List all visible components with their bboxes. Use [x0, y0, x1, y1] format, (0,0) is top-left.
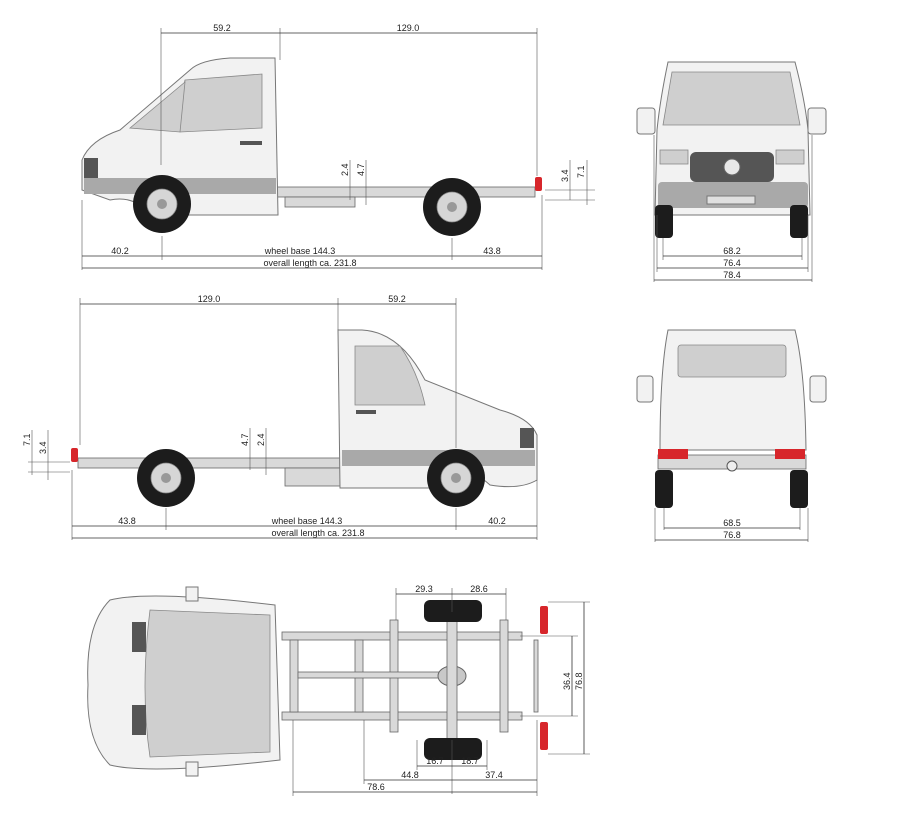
top-view: 29.3 28.6 36.4 76.8 16.7 18.7 44.8 37.4 …	[87, 584, 590, 796]
dim-rear-width: 76.8	[723, 530, 741, 540]
brand-emblem-icon	[723, 158, 741, 176]
top-rear-tire-lower	[424, 738, 482, 760]
top-crossmember-4	[499, 619, 509, 733]
frame-tank-right-view	[284, 467, 346, 487]
frame-tank	[284, 196, 356, 208]
dim-front-width: 76.4	[723, 258, 741, 268]
top-rear-bar	[533, 639, 539, 713]
top-mirror-lower	[185, 761, 199, 777]
top-frame-rail-lower	[281, 711, 523, 721]
headlight	[84, 158, 98, 178]
dim-cab-length: 59.2	[213, 23, 231, 33]
dim-frame-length: 78.6	[367, 782, 385, 792]
dim-rear-b-right-view: 7.1	[22, 433, 32, 446]
rear-mirror-left	[636, 375, 654, 403]
side-view-left: 59.2 129.0 2.4 4.7 3.4 7.1 40.2 wheel ba…	[81, 23, 595, 270]
front-tire-left	[655, 205, 673, 238]
mirror-right	[807, 107, 827, 135]
dim-hub-b: 18.7	[461, 756, 479, 766]
rear-lamp-right	[775, 449, 805, 459]
front-headlight-right	[775, 149, 805, 165]
mirror-left	[636, 107, 656, 135]
dim-hub-a: 16.7	[426, 756, 444, 766]
cab-side-window	[179, 73, 263, 133]
dim-top-rear-overhang: 37.4	[485, 770, 503, 780]
dim-front-track: 68.2	[723, 246, 741, 256]
top-rear-tire-upper	[424, 600, 482, 622]
dim-frame-b: 4.7	[356, 163, 366, 176]
top-vent-upper	[132, 622, 146, 652]
top-lamp-upper	[540, 606, 548, 634]
dim-wheel-gap-b: 28.6	[470, 584, 488, 594]
dim-overall-length: overall length ca. 231.8	[263, 258, 356, 268]
dim-front-overhang: 40.2	[111, 246, 129, 256]
front-bumper	[658, 182, 808, 208]
rear-wheel-hub-right-view	[161, 473, 171, 483]
dim-rear-track: 68.5	[723, 518, 741, 528]
rear-wheel-hub	[447, 202, 457, 212]
top-rear-axle	[446, 611, 458, 741]
tow-hitch-icon	[726, 460, 738, 472]
tail-lamp	[535, 177, 542, 191]
dim-rear-length: 129.0	[397, 23, 420, 33]
side-view-right: 129.0 59.2 7.1 3.4 4.7 2.4 43.8 wheel ba…	[22, 294, 538, 540]
dim-cab-length-right-view: 59.2	[388, 294, 406, 304]
dim-frame-b-right-view: 4.7	[240, 433, 250, 446]
dim-front-overhang-right-view: 40.2	[488, 516, 506, 526]
dim-wheel-base: wheel base 144.3	[264, 246, 336, 256]
top-mirror-upper	[185, 586, 199, 602]
dim-axle-to-end: 44.8	[401, 770, 419, 780]
front-headlight-left	[659, 149, 689, 165]
windshield	[128, 81, 186, 133]
rear-window	[677, 344, 787, 378]
license-plate	[706, 195, 756, 205]
door-handle	[240, 141, 262, 145]
dim-rear-length-right-view: 129.0	[198, 294, 221, 304]
dim-frame-a: 2.4	[340, 163, 350, 176]
dim-rear-overhang-right-view: 43.8	[118, 516, 136, 526]
front-wheel-hub	[157, 199, 167, 209]
rear-mirror-right	[809, 375, 827, 403]
front-wheel-hub-right-view	[451, 473, 461, 483]
cab-side-window-right-view	[354, 345, 426, 406]
front-tire-right	[790, 205, 808, 238]
tail-lamp-right-view	[71, 448, 78, 462]
dim-frame-width: 36.4	[562, 672, 572, 690]
dim-rear-a-right-view: 3.4	[38, 441, 48, 454]
front-view: 68.2 76.4 78.4	[636, 61, 827, 282]
frame-rail	[269, 186, 536, 198]
frame-rail-right-view	[77, 457, 345, 469]
front-windshield	[662, 71, 801, 126]
rear-tire-left	[655, 470, 673, 508]
dim-wheel-gap-a: 29.3	[415, 584, 433, 594]
top-frame-rail-upper	[281, 631, 523, 641]
top-driveshaft	[297, 671, 459, 679]
door-handle-right-view	[356, 410, 376, 414]
dim-rear-overhang: 43.8	[483, 246, 501, 256]
top-crossmember-1	[289, 639, 299, 713]
dim-rear-a: 3.4	[560, 169, 570, 182]
dim-front-width-mirrors: 78.4	[723, 270, 741, 280]
rear-view: 68.5 76.8	[636, 329, 827, 542]
dim-rear-b: 7.1	[576, 165, 586, 178]
top-lamp-lower	[540, 722, 548, 750]
rear-lamp-left	[658, 449, 688, 459]
dim-overall-length-right-view: overall length ca. 231.8	[271, 528, 364, 538]
headlight-right-view	[520, 428, 534, 448]
top-roof-panel	[144, 609, 271, 758]
dim-wheel-base-right-view: wheel base 144.3	[271, 516, 343, 526]
rear-tire-right	[790, 470, 808, 508]
dim-frame-a-right-view: 2.4	[256, 433, 266, 446]
top-vent-lower	[132, 705, 146, 735]
dim-overall-width: 76.8	[574, 672, 584, 690]
